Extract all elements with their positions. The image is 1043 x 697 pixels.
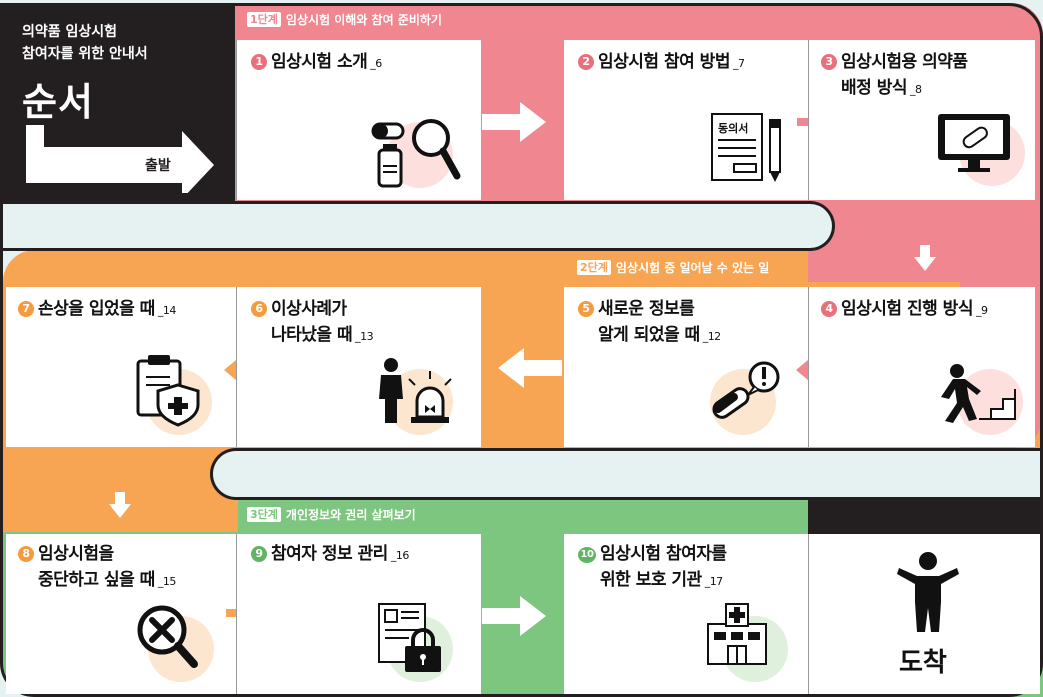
arrow-left-icon bbox=[498, 348, 562, 388]
intro-panel: 의약품 임상시험 참여자를 위한 안내서 순서 출발 bbox=[0, 3, 235, 202]
step6-page: _13 bbox=[355, 330, 374, 343]
gap-row2-row3 bbox=[210, 448, 1043, 500]
step5-title-line1: 새로운 정보를 bbox=[598, 299, 695, 319]
step1-page: _6 bbox=[370, 57, 382, 70]
person-siren-icon bbox=[379, 358, 452, 423]
person-stairs-icon bbox=[941, 364, 1016, 423]
clipboard-shield-icon bbox=[136, 355, 200, 427]
stage3-title: 개인정보와 권리 살펴보기 bbox=[285, 508, 416, 522]
stage2-bar: 2단계 임상시험 중 일어날 수 있는 일 bbox=[577, 256, 769, 280]
stage3-badge: 3단계 bbox=[247, 507, 281, 522]
step2-title: 임상시험 참여 방법 bbox=[598, 52, 730, 72]
step10-number: 10 bbox=[578, 547, 596, 563]
pill-magnifier-icon bbox=[371, 119, 461, 188]
step4-title: 임상시험 진행 방식 bbox=[841, 299, 973, 319]
hospital-icon bbox=[707, 603, 767, 665]
step1-title: 임상시험 소개 bbox=[271, 52, 368, 72]
monitor-pill-icon bbox=[938, 114, 1010, 172]
consent-form-label: 동의서 bbox=[718, 122, 749, 135]
step10-title-line2: 위한 보호 기관 bbox=[600, 570, 702, 590]
intro-line2: 참여자를 위한 안내서 bbox=[22, 46, 148, 62]
step6-number: 6 bbox=[251, 301, 267, 317]
step4-page: _9 bbox=[975, 304, 988, 317]
gap-row1-row2 bbox=[0, 201, 835, 251]
step1-number: 1 bbox=[251, 54, 267, 70]
stage3-bar: 3단계 개인정보와 권리 살펴보기 bbox=[247, 503, 416, 527]
stage2-badge: 2단계 bbox=[577, 260, 611, 275]
step7-page: _14 bbox=[157, 304, 177, 317]
step5-page: _12 bbox=[702, 330, 722, 343]
step3-page: _8 bbox=[909, 83, 922, 96]
step4-number: 4 bbox=[821, 301, 837, 317]
step9-number: 9 bbox=[251, 546, 267, 562]
consent-form-icon bbox=[711, 113, 781, 182]
person-arrived-icon bbox=[897, 552, 959, 632]
step9-title: 참여자 정보 관리 bbox=[271, 544, 388, 564]
document-lock-icon bbox=[378, 603, 441, 672]
step10-page: _17 bbox=[704, 575, 724, 588]
step6-title-line2: 나타났을 때 bbox=[271, 325, 353, 345]
step8-title-line1: 임상시험을 bbox=[38, 544, 114, 564]
step2-number: 2 bbox=[578, 54, 594, 70]
stage1-bar: 1단계 임상시험 이해와 참여 준비하기 bbox=[247, 8, 442, 32]
stage2-title: 임상시험 중 일어날 수 있는 일 bbox=[615, 261, 770, 275]
stage1-title: 임상시험 이해와 참여 준비하기 bbox=[285, 13, 442, 27]
step8-title-line2: 중단하고 싶을 때 bbox=[38, 570, 155, 590]
step8-number: 8 bbox=[18, 546, 34, 562]
step7-number: 7 bbox=[18, 301, 34, 317]
start-arrow-icon bbox=[26, 125, 214, 193]
arrow-down-icon bbox=[914, 245, 936, 271]
stage1-badge: 1단계 bbox=[247, 12, 281, 27]
step3-title-line1: 임상시험용 의약품 bbox=[841, 52, 968, 72]
start-label: 출발 bbox=[145, 158, 171, 174]
step3-title-line2: 배정 방식 bbox=[841, 78, 907, 98]
step6-title-line1: 이상사례가 bbox=[271, 299, 347, 319]
finish-bar bbox=[808, 500, 1043, 534]
step10-title-line1: 임상시험 참여자를 bbox=[600, 544, 727, 564]
pill-alert-icon bbox=[712, 361, 780, 419]
step2-page: _7 bbox=[732, 57, 745, 70]
step7-title: 손상을 입었을 때 bbox=[38, 299, 155, 319]
step5-number: 5 bbox=[578, 301, 594, 317]
arrow-down-icon-2 bbox=[109, 492, 131, 518]
finish-card: 도착 bbox=[808, 534, 1040, 694]
intro-heading: 순서 bbox=[22, 80, 94, 124]
step3-number: 3 bbox=[821, 54, 837, 70]
arrow-right-icon bbox=[482, 102, 546, 142]
cancel-magnifier-icon bbox=[137, 605, 198, 668]
step8-page: _15 bbox=[157, 575, 177, 588]
arrow-right-icon-2 bbox=[482, 596, 546, 636]
finish-label: 도착 bbox=[899, 648, 947, 678]
step9-page: _16 bbox=[390, 549, 410, 562]
step5-title-line2: 알게 되었을 때 bbox=[598, 325, 700, 345]
intro-line1: 의약품 임상시험 bbox=[22, 24, 118, 40]
